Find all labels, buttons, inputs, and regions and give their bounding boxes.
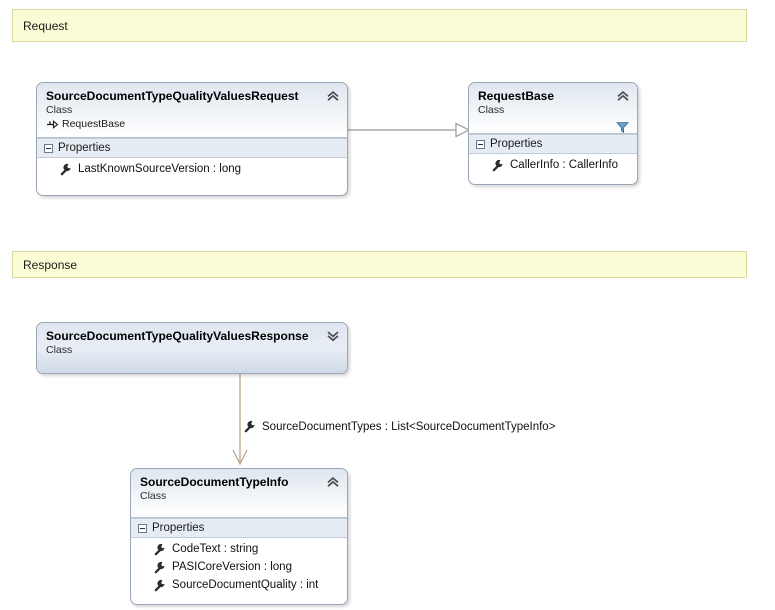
property-row[interactable]: PASICoreVersion : long [131,558,347,576]
class-base-reference[interactable]: RequestBase [46,117,321,131]
collapse-minus-icon[interactable] [44,143,53,153]
request-band[interactable]: Request [12,9,747,42]
response-band[interactable]: Response [12,251,747,278]
class-header: SourceDocumentTypeQualityValuesRequest C… [37,83,347,138]
property-wrench-icon [60,163,71,175]
class-header: RequestBase Class [469,83,637,134]
compartment-title: Properties [152,522,205,534]
association-label: SourceDocumentTypes : List<SourceDocumen… [243,420,555,433]
class-title: SourceDocumentTypeQualityValuesResponse [46,329,309,343]
chevron-double-up-icon[interactable] [616,90,630,102]
compartment-title: Properties [58,142,111,154]
collapse-minus-icon[interactable] [476,139,485,149]
association-arrowhead [232,449,248,466]
chevron-double-up-icon[interactable] [326,90,340,102]
property-wrench-icon [244,420,255,433]
property-wrench-icon [492,159,503,171]
inheritance-connector[interactable] [348,122,471,138]
properties-list: CodeText : string PASICoreVersion : long… [131,538,347,598]
property-label: SourceDocumentQuality : int [172,579,319,591]
property-row[interactable]: SourceDocumentQuality : int [131,576,347,594]
association-label-text: SourceDocumentTypes : List<SourceDocumen… [262,420,556,433]
properties-list: LastKnownSourceVersion : long [37,158,347,182]
class-request-base[interactable]: RequestBase Class Properties CallerInfo … [468,82,638,185]
property-label: CallerInfo : CallerInfo [510,159,619,171]
chevron-double-down-icon[interactable] [326,330,340,342]
class-source-document-type-quality-values-request[interactable]: SourceDocumentTypeQualityValuesRequest C… [36,82,348,196]
property-wrench-icon [154,579,165,591]
class-source-document-type-quality-values-response[interactable]: SourceDocumentTypeQualityValuesResponse … [36,322,348,374]
property-row[interactable]: CodeText : string [131,540,347,558]
class-title: SourceDocumentTypeQualityValuesRequest [46,89,299,103]
association-connector[interactable] [232,374,248,466]
class-stereotype: Class [140,490,167,502]
properties-compartment-header[interactable]: Properties [131,518,347,538]
class-stereotype: Class [478,104,505,116]
class-base-label: RequestBase [62,118,126,130]
property-wrench-icon [154,543,165,555]
property-label: PASICoreVersion : long [172,561,292,573]
chevron-double-up-icon[interactable] [326,476,340,488]
request-band-label: Request [23,18,68,33]
property-label: LastKnownSourceVersion : long [78,163,242,175]
class-source-document-type-info[interactable]: SourceDocumentTypeInfo Class Properties … [130,468,348,605]
property-wrench-icon [154,561,165,573]
property-row[interactable]: LastKnownSourceVersion : long [37,160,347,178]
class-stereotype: Class [46,344,73,356]
inheritance-arrow-icon [47,119,59,129]
properties-compartment-header[interactable]: Properties [37,138,347,158]
filter-funnel-icon[interactable] [616,121,629,134]
properties-compartment-header[interactable]: Properties [469,134,637,154]
properties-list: CallerInfo : CallerInfo [469,154,637,178]
class-header: SourceDocumentTypeQualityValuesResponse … [37,323,347,373]
collapse-minus-icon[interactable] [138,523,147,533]
property-row[interactable]: CallerInfo : CallerInfo [469,156,637,174]
response-band-label: Response [23,257,78,272]
class-title: RequestBase [478,89,555,103]
compartment-title: Properties [490,138,543,150]
class-header: SourceDocumentTypeInfo Class [131,469,347,518]
class-stereotype: Class [46,104,73,116]
class-title: SourceDocumentTypeInfo [140,475,289,489]
property-label: CodeText : string [172,543,259,555]
